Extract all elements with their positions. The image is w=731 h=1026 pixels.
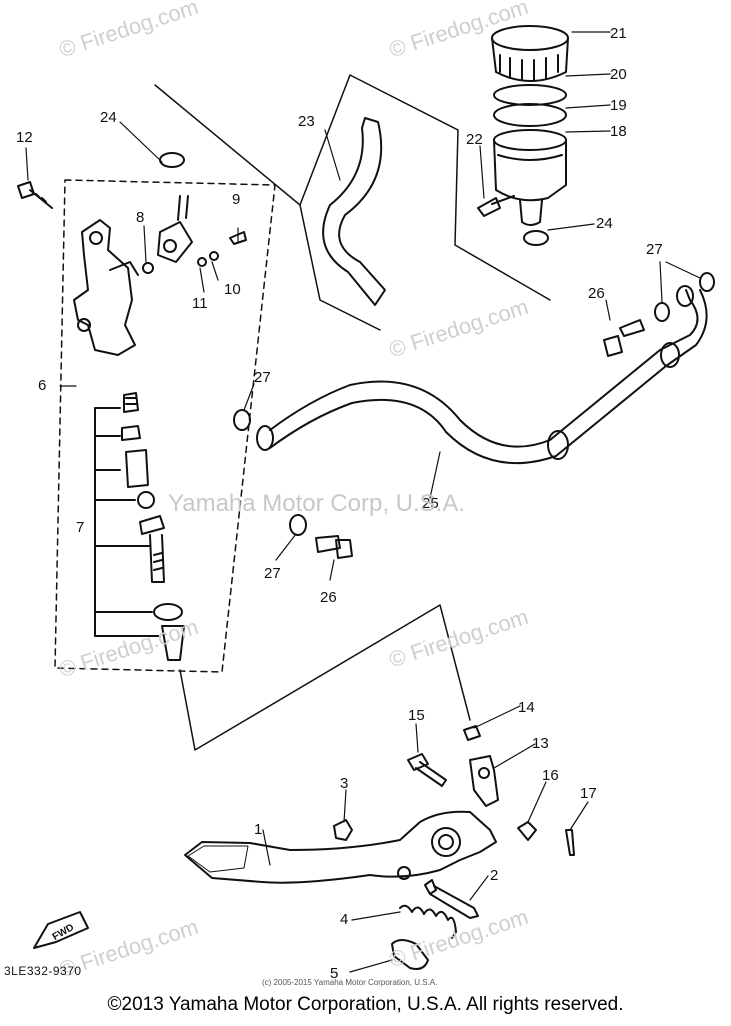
screw-9: [229, 231, 247, 245]
callout-14: 14: [518, 699, 535, 716]
callout-25: 25: [422, 495, 439, 512]
banjo-bolt-b: [603, 319, 645, 357]
callout-2: 2: [490, 867, 499, 884]
callout-18: 18: [610, 123, 627, 140]
small-copyright: (c) 2005-2015 Yamaha Motor Corporation, …: [262, 978, 438, 987]
washer-27-c: [654, 302, 670, 322]
pedal-pin: [424, 879, 479, 919]
callout-1: 1: [254, 821, 263, 838]
washer-27-a: [233, 409, 251, 431]
brake-pedal: [184, 810, 497, 884]
callout-11: 11: [192, 295, 208, 312]
callout-27-right: 27: [646, 241, 663, 258]
nut-3: [333, 819, 353, 841]
hose-group-outline: [154, 74, 551, 301]
reservoir-bolt: [477, 195, 515, 217]
brake-hose: [256, 285, 708, 465]
master-cylinder-body: [73, 219, 139, 356]
callout-16: 16: [542, 767, 559, 784]
callout-3: 3: [340, 775, 349, 792]
callout-24-top: 24: [100, 109, 117, 126]
callout-20: 20: [610, 66, 627, 83]
callout-5: 5: [330, 965, 339, 982]
footer-copyright: ©2013 Yamaha Motor Corporation, U.S.A. A…: [107, 994, 624, 1015]
part-code: 3LE332-9370: [4, 964, 82, 978]
callout-26-right: 26: [588, 285, 605, 302]
reservoir-hose: [322, 117, 386, 306]
callout-10: 10: [224, 281, 241, 298]
callout-7: 7: [76, 519, 85, 536]
callout-27-left: 27: [254, 369, 271, 386]
callout-26-lower: 26: [320, 589, 337, 606]
fwd-arrow-icon: [33, 911, 89, 949]
callout-21: 21: [610, 25, 627, 42]
mount-bolt: [17, 181, 53, 209]
callout-13: 13: [532, 735, 549, 752]
hose-fitting: [157, 195, 193, 263]
callout-22: 22: [466, 131, 483, 148]
return-spring: [399, 904, 457, 939]
callout-bracket-7: [94, 407, 161, 637]
reservoir-tank: [493, 129, 567, 226]
cotter-pin: [565, 829, 575, 856]
banjo-bolt-a: [315, 535, 353, 559]
nut-16: [517, 821, 537, 841]
callout-19: 19: [610, 97, 627, 114]
washer-10: [209, 251, 219, 261]
diaphragm: [493, 103, 567, 127]
callout-4: 4: [340, 911, 349, 928]
hose-clip-lower: [523, 230, 549, 246]
bolt-15: [407, 753, 447, 787]
callout-15: 15: [408, 707, 425, 724]
callout-23: 23: [298, 113, 315, 130]
spring-cover: [391, 939, 429, 970]
callout-12: 12: [16, 129, 33, 146]
washer-11: [197, 257, 207, 267]
watermark-corp: Yamaha Motor Corp, U.S.A.: [168, 490, 465, 517]
washer-27-d: [699, 272, 715, 292]
lower-group-outline: [179, 604, 471, 751]
piston-assembly: [121, 392, 185, 661]
washer-27-b: [289, 514, 307, 536]
callout-27-lower: 27: [264, 565, 281, 582]
callout-6: 6: [38, 377, 47, 394]
callout-24-right: 24: [596, 215, 613, 232]
cap-ring: [493, 84, 567, 106]
hose-clip-upper: [159, 152, 185, 168]
hose-group-outline-2: [299, 204, 381, 331]
master-cylinder-group-box: [54, 179, 276, 673]
callout-17: 17: [580, 785, 597, 802]
callout-8: 8: [136, 209, 145, 226]
nut-14: [463, 725, 481, 741]
reservoir-cap: [491, 25, 569, 82]
rod-end: [469, 755, 499, 807]
callout-9: 9: [232, 191, 241, 208]
o-ring-8: [142, 262, 154, 274]
